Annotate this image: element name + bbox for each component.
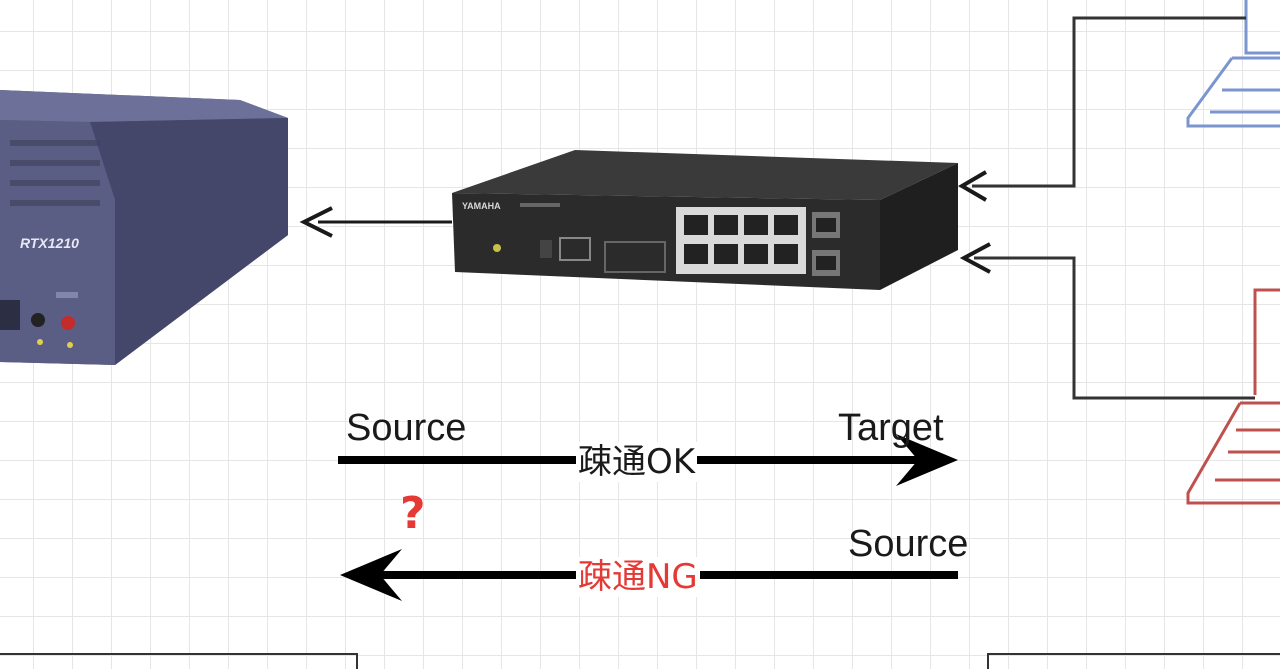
connector-laptop-top-to-switch [958,16,1246,202]
question-mark: ? [400,488,426,539]
connector-laptop-bottom-to-switch [959,242,1255,400]
connector-switch-to-router [299,206,452,238]
ng-source-label: Source [848,523,969,565]
ok-flow-label: 疎通OK [576,442,698,482]
svg-text:YAMAHA: YAMAHA [462,201,501,211]
ok-source-label: Source [346,407,467,449]
laptop-icon [1186,288,1280,505]
bottom-box-right [987,653,1280,669]
ok-target-label: Target [838,407,944,449]
router-brand: RTX1210 [20,235,79,251]
bottom-box-left [0,653,358,669]
router-icon: RTX1210 [0,90,288,365]
ng-flow-label: 疎通NG [576,557,700,597]
network-switch-icon: YAMAHA [452,150,958,290]
